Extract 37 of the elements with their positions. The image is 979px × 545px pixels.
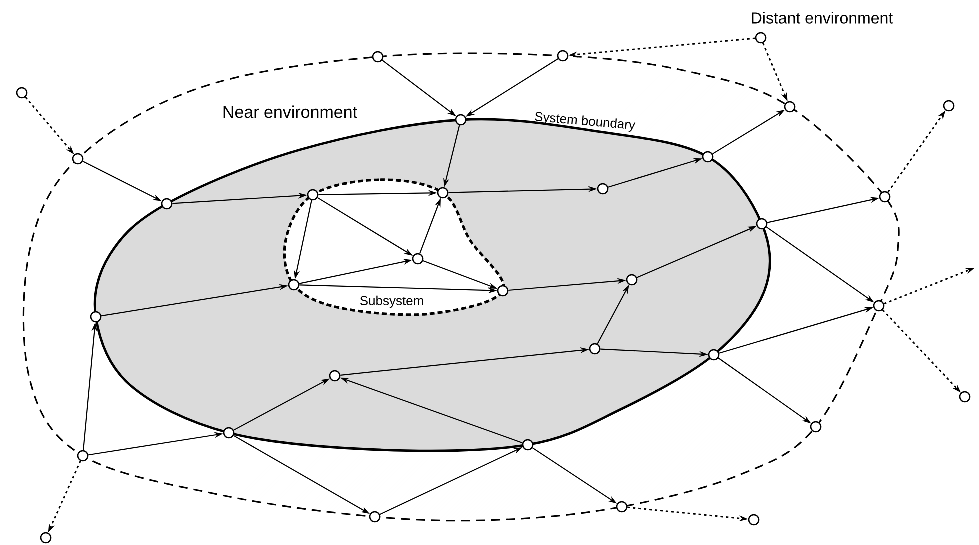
junction-circle [329,370,341,382]
junction-circle [748,514,760,526]
junction-circle [369,511,381,523]
junction-circle [161,198,173,210]
junction-circle [372,51,384,63]
junction-circle [522,439,534,451]
junction-circle [77,450,89,462]
junction-circle [497,285,509,297]
junction-circle [455,114,467,126]
junction-circle [616,501,628,513]
junction-circle [16,87,28,99]
region-label: System boundary [535,112,636,132]
junction-circle [557,50,569,62]
junction-circle [810,421,822,433]
junction-circle [959,391,971,403]
junction-circle [626,274,638,286]
junction-circle [72,153,84,165]
junction-circle [223,427,235,439]
junction-circle [879,191,891,203]
junction-circle [307,189,319,201]
junction-circle [708,349,720,361]
junction-circle [437,187,449,199]
junction-circle [943,100,955,112]
junction-circle [90,311,102,323]
junction-circle [589,343,601,355]
region-label: Near environment [224,106,358,118]
junction-circle [40,532,52,544]
junction-circle [873,300,885,312]
region-label: Distant environment [752,12,893,24]
junction-circle [702,151,714,163]
junction-circle [412,253,424,265]
junction-circle [784,101,796,113]
region-label: Subsystem [360,296,424,308]
junction-circle [597,183,609,195]
junction-circle [756,218,768,230]
junction-circle [288,279,300,291]
junction-circle [755,32,767,44]
